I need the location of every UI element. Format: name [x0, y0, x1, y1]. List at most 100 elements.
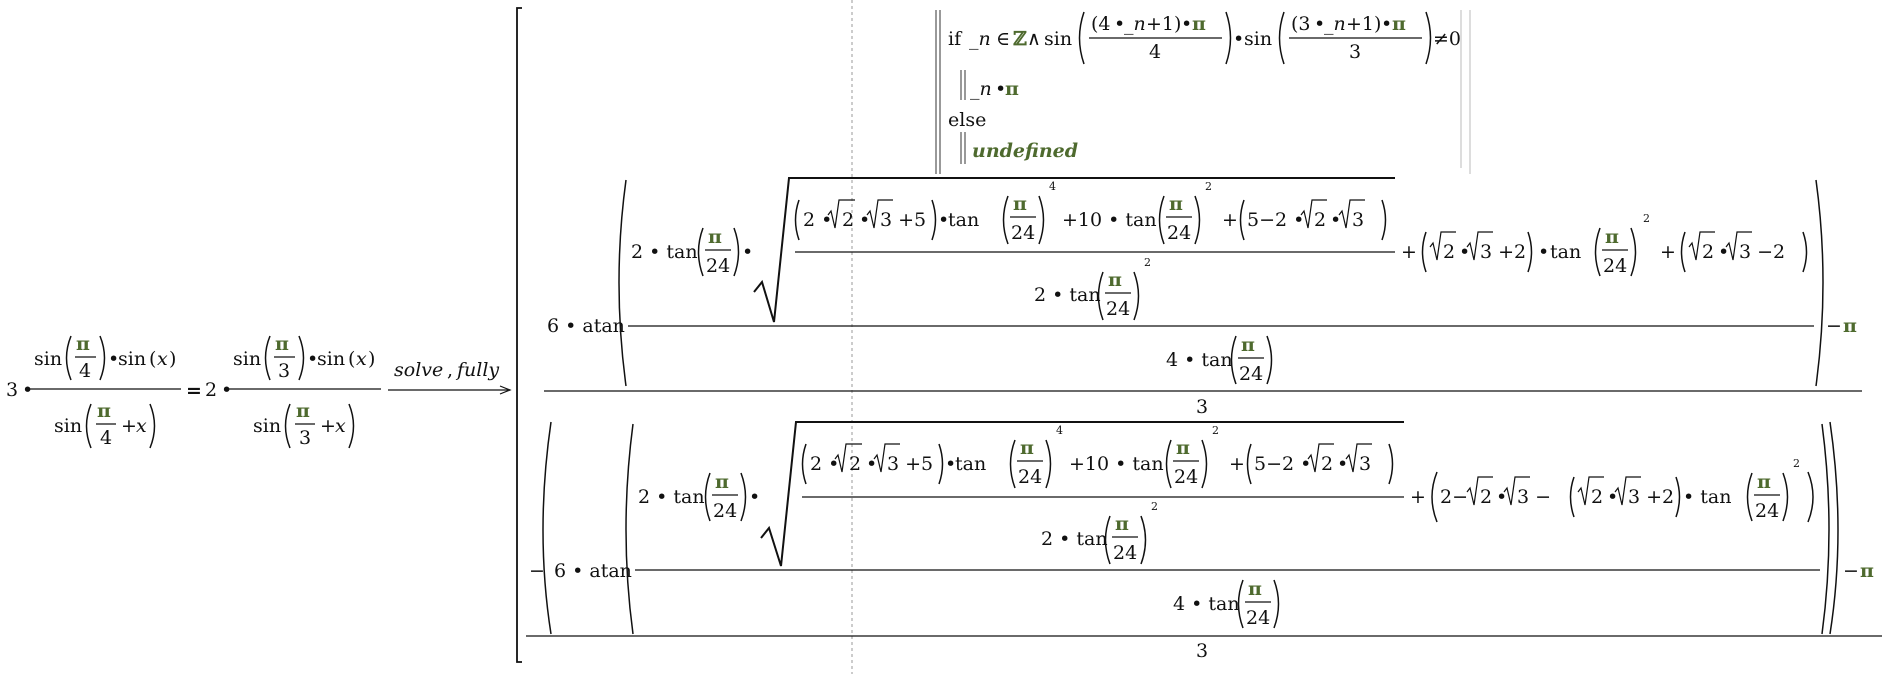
svg-text:2 • tan: 2 • tan	[1034, 284, 1101, 306]
svg-text:2: 2	[1321, 453, 1333, 475]
svg-text:24: 24	[1246, 607, 1270, 629]
svg-text:+1): +1)	[1146, 13, 1181, 35]
svg-text:24: 24	[1018, 466, 1042, 488]
rhs-num-sinx: sin	[317, 348, 345, 370]
rhs-den-3: 3	[299, 427, 311, 449]
lhs-num-sinx: sin	[118, 348, 146, 370]
svg-text:24: 24	[706, 255, 730, 277]
svg-text:3: 3	[1359, 453, 1371, 475]
piecewise-block[interactable]: if _n ∈ ℤ ∧ sin (4 • _n +1) • π 4 • sin …	[935, 10, 1471, 174]
pw-sin1: sin	[1044, 28, 1072, 50]
rhs-num-sin: sin	[233, 348, 261, 370]
svg-text:π: π	[715, 471, 729, 493]
lhs-expression[interactable]: 3 • sin π 4 • sin ( x ) sin π 4 + x	[6, 333, 181, 449]
svg-text:•: •	[749, 486, 760, 508]
svg-text:2: 2	[1205, 180, 1212, 193]
svg-text:24: 24	[1011, 222, 1035, 244]
rhs-den-x: x	[335, 415, 346, 437]
svg-text:): )	[169, 348, 176, 370]
pw-n: _n	[969, 28, 991, 50]
svg-text:•: •	[1718, 241, 1729, 263]
lhs-dot: •	[22, 379, 33, 401]
svg-text:24: 24	[1603, 255, 1627, 277]
svg-text:_n: _n	[1124, 13, 1146, 35]
svg-text:+10 • tan: +10 • tan	[1062, 209, 1157, 231]
svg-text:+: +	[1410, 486, 1426, 508]
pw-else: else	[948, 109, 986, 131]
svg-text:2 • tan: 2 • tan	[631, 241, 698, 263]
sol1-den-3: 3	[1196, 396, 1208, 418]
lhs-num-pi: π	[76, 333, 90, 355]
svg-text:2: 2	[849, 453, 861, 475]
solution-1[interactable]: 6 • atan 2 • tan π 24 • 2 • 2 • 3 +5 • t…	[544, 177, 1862, 418]
svg-text:2: 2	[1480, 486, 1492, 508]
svg-text:•: •	[1538, 241, 1549, 263]
pw-if: if	[948, 28, 963, 50]
svg-text:4 • tan: 4 • tan	[1173, 593, 1240, 615]
arrow-head-icon	[499, 385, 512, 395]
svg-text:5−2 •: 5−2 •	[1254, 453, 1311, 475]
svg-text:π: π	[1115, 513, 1129, 535]
rhs-num-pi: π	[275, 333, 289, 355]
pw-and: ∧	[1027, 28, 1041, 50]
svg-text:2: 2	[1151, 500, 1158, 513]
rhs-num-x: x	[356, 348, 367, 370]
pw-neq: ≠0	[1433, 28, 1461, 50]
arrow-sep: ,	[447, 359, 453, 381]
svg-text:_n: _n	[1324, 13, 1346, 35]
svg-text:•: •	[945, 453, 956, 475]
svg-text:+: +	[1229, 453, 1245, 475]
svg-text:•: •	[1233, 28, 1244, 50]
lhs-num-x: x	[157, 348, 168, 370]
pw-case1-n: _n	[970, 78, 992, 100]
sol2-atan-paren-open	[625, 423, 634, 635]
svg-text:•: •	[859, 209, 870, 231]
svg-text:(: (	[348, 348, 355, 370]
lhs-den-x: x	[136, 415, 147, 437]
svg-text:•: •	[1381, 13, 1392, 35]
solve-arrow[interactable]: solve , fully	[388, 359, 512, 395]
svg-text:π: π	[1248, 578, 1262, 600]
svg-text:−: −	[1843, 560, 1859, 582]
sol1-atan-paren-open	[618, 179, 627, 387]
svg-text:π: π	[1757, 471, 1771, 493]
svg-text:π: π	[1108, 269, 1122, 291]
svg-text:•: •	[866, 453, 877, 475]
svg-text:2: 2	[1591, 486, 1603, 508]
svg-text:24: 24	[1167, 222, 1191, 244]
sol2-radical-icon	[760, 421, 1404, 567]
svg-text:3 −2: 3 −2	[1739, 241, 1785, 263]
svg-text:2 • tan: 2 • tan	[1041, 528, 1108, 550]
svg-text:•: •	[1330, 209, 1341, 231]
sol1-six-atan: 6 • atan	[547, 315, 625, 337]
svg-text:π: π	[708, 226, 722, 248]
svg-text:•: •	[1181, 13, 1192, 35]
svg-text:+: +	[121, 415, 137, 437]
sol1-radical-icon	[753, 177, 1395, 323]
svg-text:•: •	[742, 241, 753, 263]
lhs-num-dot: •	[108, 348, 119, 370]
svg-text:• tan: • tan	[1683, 486, 1731, 508]
result-bracket-left	[516, 7, 522, 663]
svg-text:(: (	[149, 348, 156, 370]
svg-text:•: •	[1607, 486, 1618, 508]
svg-text:2: 2	[1314, 209, 1326, 231]
rhs-expression[interactable]: 2 • sin π 3 • sin ( x ) sin π 3 + x	[205, 333, 381, 449]
arrow-cmd: solve	[394, 359, 443, 381]
solution-2[interactable]: − 6 • atan 2 • tan π 24 • 2 • 2 • 3 +5 •…	[526, 421, 1882, 662]
svg-text:π: π	[1843, 315, 1857, 337]
arrow-opt: fully	[455, 359, 499, 381]
sol1-atan-paren-close	[1815, 179, 1824, 387]
lhs-den-pi: π	[97, 400, 111, 422]
svg-text:3 +5: 3 +5	[887, 453, 933, 475]
lhs-num-sin: sin	[34, 348, 62, 370]
svg-text:4 • tan: 4 • tan	[1166, 349, 1233, 371]
svg-text:2: 2	[1144, 256, 1151, 269]
lhs-num-4: 4	[79, 360, 91, 382]
svg-text:3: 3	[1349, 41, 1361, 63]
svg-text:π: π	[1860, 560, 1874, 582]
svg-text:+1): +1)	[1346, 13, 1381, 35]
svg-text:2 •: 2 •	[803, 209, 832, 231]
svg-text:4: 4	[1056, 424, 1063, 437]
